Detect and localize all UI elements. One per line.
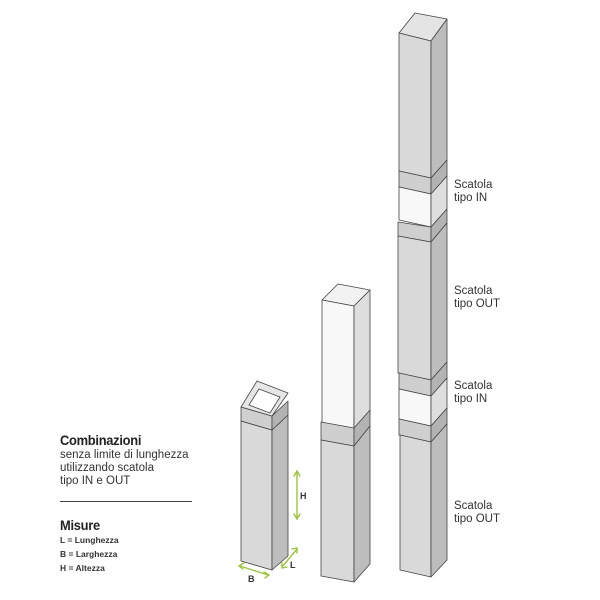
segment-label-line: Scatola bbox=[454, 380, 493, 392]
box-out-side bbox=[353, 425, 371, 583]
combinazioni-line: utilizzando scatola bbox=[60, 462, 154, 474]
legend-length: L = Lunghezza bbox=[60, 535, 119, 545]
box-out-rim-side bbox=[271, 400, 289, 431]
segment-label-line: Scatola bbox=[454, 285, 493, 297]
divider bbox=[60, 501, 192, 502]
dimension-label-h: H bbox=[300, 491, 307, 501]
segment-label-in-upper: Scatola tipo IN bbox=[454, 179, 492, 205]
combinazioni-line: senza limite di lunghezza bbox=[60, 449, 189, 461]
box-out-side bbox=[430, 222, 448, 381]
length-arrow bbox=[281, 547, 298, 569]
combinazioni-line: tipo IN e OUT bbox=[60, 475, 131, 487]
column-single-out-box bbox=[240, 380, 289, 571]
height-arrow bbox=[293, 469, 301, 521]
segment-label-out-lower: Scatola tipo OUT bbox=[454, 500, 500, 526]
segment-label-line: tipo OUT bbox=[454, 298, 501, 310]
box-out-front bbox=[397, 235, 432, 381]
misure-title: Misure bbox=[60, 517, 100, 533]
dimension-label-b: B bbox=[248, 574, 255, 584]
box-out-opening bbox=[248, 388, 281, 414]
box-out-front bbox=[398, 32, 432, 179]
column-combination-stack bbox=[397, 12, 448, 578]
segment-label-line: Scatola bbox=[454, 179, 493, 191]
width-arrow bbox=[237, 562, 271, 579]
box-out-side bbox=[271, 414, 289, 571]
box-out-side bbox=[430, 18, 448, 179]
legend-height: H = Altezza bbox=[60, 563, 105, 573]
box-out-side bbox=[430, 423, 448, 578]
segment-label-in-lower: Scatola tipo IN bbox=[454, 380, 492, 406]
dimension-arrows bbox=[237, 469, 301, 579]
box-out-front bbox=[320, 439, 355, 583]
box-in-front bbox=[398, 186, 432, 228]
box-in-side bbox=[353, 289, 371, 431]
segment-label-line: tipo IN bbox=[454, 393, 488, 405]
misure-legend: L = Lunghezza B = Larghezza H = Altezza bbox=[60, 533, 119, 575]
segment-label-line: Scatola bbox=[454, 500, 493, 512]
legend-width: B = Larghezza bbox=[60, 549, 118, 559]
segment-label-line: tipo OUT bbox=[454, 513, 501, 525]
box-out-front bbox=[240, 420, 273, 571]
combinazioni-title: Combinazioni bbox=[60, 432, 142, 448]
box-in-front bbox=[321, 299, 355, 431]
column-in-out-stack bbox=[320, 283, 371, 583]
segment-label-out-upper: Scatola tipo OUT bbox=[454, 285, 500, 311]
combinazioni-description: senza limite di lunghezza utilizzando sc… bbox=[60, 449, 189, 488]
segment-label-line: tipo IN bbox=[454, 192, 488, 204]
dimension-label-l: L bbox=[290, 560, 296, 570]
box-out-front bbox=[399, 434, 432, 578]
